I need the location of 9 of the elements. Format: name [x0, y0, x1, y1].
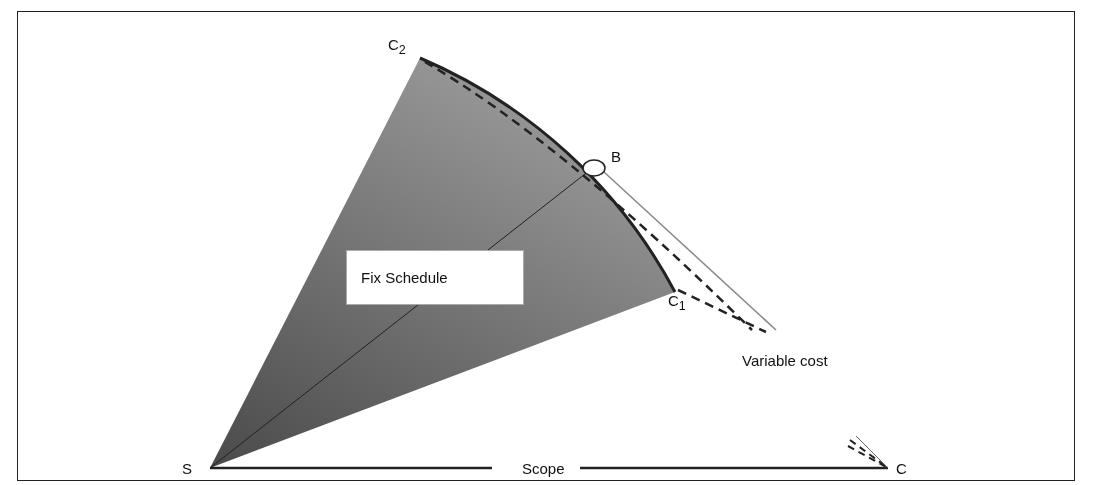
box-text: Fix Schedule: [361, 269, 448, 286]
point-label: C: [896, 460, 907, 477]
axis-label: Scope: [522, 460, 565, 477]
point-label: C$_{2}$: [388, 36, 406, 57]
point-label: S: [182, 460, 192, 477]
label-box: [346, 250, 524, 305]
point-label: C$_{1}$: [668, 292, 686, 313]
point-label: B: [611, 148, 621, 165]
axis-label: Variable cost: [742, 352, 828, 369]
